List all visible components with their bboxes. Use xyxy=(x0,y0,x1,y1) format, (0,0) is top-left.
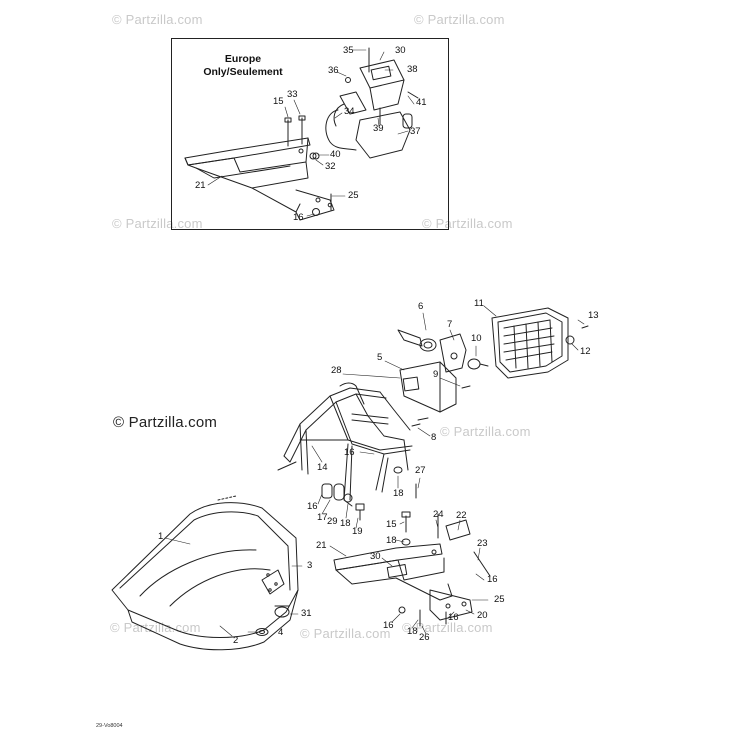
callout: 16 xyxy=(383,620,394,631)
seat-drawing xyxy=(111,495,299,651)
callout: 16 xyxy=(293,212,304,223)
small-parts-upper xyxy=(397,329,489,389)
callout: 22 xyxy=(456,510,467,521)
callout: 16 xyxy=(307,501,318,512)
callout: 19 xyxy=(352,526,363,537)
callout: 17 xyxy=(317,512,328,523)
callout: 31 xyxy=(301,608,312,619)
watermark: © Partzilla.com xyxy=(440,424,531,439)
watermark: © Partzilla.com xyxy=(422,216,513,231)
watermark: © Partzilla.com xyxy=(112,12,203,27)
inset-frame xyxy=(171,38,449,230)
callout: 6 xyxy=(418,301,424,312)
callout: 18 xyxy=(407,626,418,637)
watermark-main: © Partzilla.com xyxy=(113,414,218,431)
callout: 2 xyxy=(233,635,239,646)
callout: 27 xyxy=(415,465,426,476)
callout: 26 xyxy=(419,632,430,643)
callout: 28 xyxy=(331,365,342,376)
callout: 21 xyxy=(195,180,206,191)
watermark: © Partzilla.com xyxy=(414,12,505,27)
callout: 12 xyxy=(580,346,591,357)
callout: 33 xyxy=(287,89,298,100)
callout: 37 xyxy=(410,126,421,137)
callout: 30 xyxy=(395,45,406,56)
callout: 40 xyxy=(330,149,341,160)
callout: 18 xyxy=(393,488,404,499)
callout: 11 xyxy=(474,298,484,309)
callout: 13 xyxy=(588,310,599,321)
callout: 25 xyxy=(348,190,359,201)
rack-drawing xyxy=(277,382,413,507)
callout: 41 xyxy=(416,97,427,108)
taillight-housing-drawing xyxy=(491,307,589,379)
callout: 38 xyxy=(407,64,418,75)
callout: 39 xyxy=(373,123,384,134)
inset-bracket-drawing xyxy=(184,137,335,221)
main-bracket-drawing xyxy=(333,543,473,627)
inset-title-line2: Only/Seulement xyxy=(203,66,283,78)
callout: 1 xyxy=(158,531,164,542)
inset-title: Europe Only/Seulement xyxy=(188,53,298,79)
license-bracket-drawing xyxy=(399,361,457,421)
callout: 14 xyxy=(317,462,328,473)
callout: 15 xyxy=(273,96,284,107)
callout: 18 xyxy=(340,518,351,529)
callout: 9 xyxy=(433,369,439,380)
callout: 18 xyxy=(386,535,397,546)
inset-lock-assembly xyxy=(312,47,419,160)
callout: 15 xyxy=(386,519,397,530)
callout: 16 xyxy=(344,447,355,458)
callout: 7 xyxy=(447,319,453,330)
drawing-code: 29-Vo8004 xyxy=(96,723,123,729)
callout: 32 xyxy=(325,161,336,172)
main-leaders xyxy=(164,305,585,637)
callout: 30 xyxy=(370,551,381,562)
callout: 21 xyxy=(316,540,327,551)
callout: 8 xyxy=(431,432,437,443)
callout: 10 xyxy=(471,333,482,344)
callout: 24 xyxy=(433,509,444,520)
callout: 35 xyxy=(343,45,354,56)
watermark: © Partzilla.com xyxy=(112,216,203,231)
inset-leaders xyxy=(207,49,415,217)
callout: 3 xyxy=(307,560,313,571)
callout: 4 xyxy=(278,627,284,638)
callout: 23 xyxy=(477,538,488,549)
callout: 29 xyxy=(327,516,338,527)
watermark: © Partzilla.com xyxy=(300,626,391,641)
callout: 16 xyxy=(487,574,498,585)
callout: 34 xyxy=(344,106,355,117)
inset-title-line1: Europe xyxy=(224,53,262,65)
callout: 5 xyxy=(377,352,383,363)
inset-bolts xyxy=(284,115,332,216)
callout: 25 xyxy=(494,594,505,605)
callout: 20 xyxy=(477,610,488,621)
callout: 36 xyxy=(328,65,339,76)
callout: 16 xyxy=(448,612,459,623)
